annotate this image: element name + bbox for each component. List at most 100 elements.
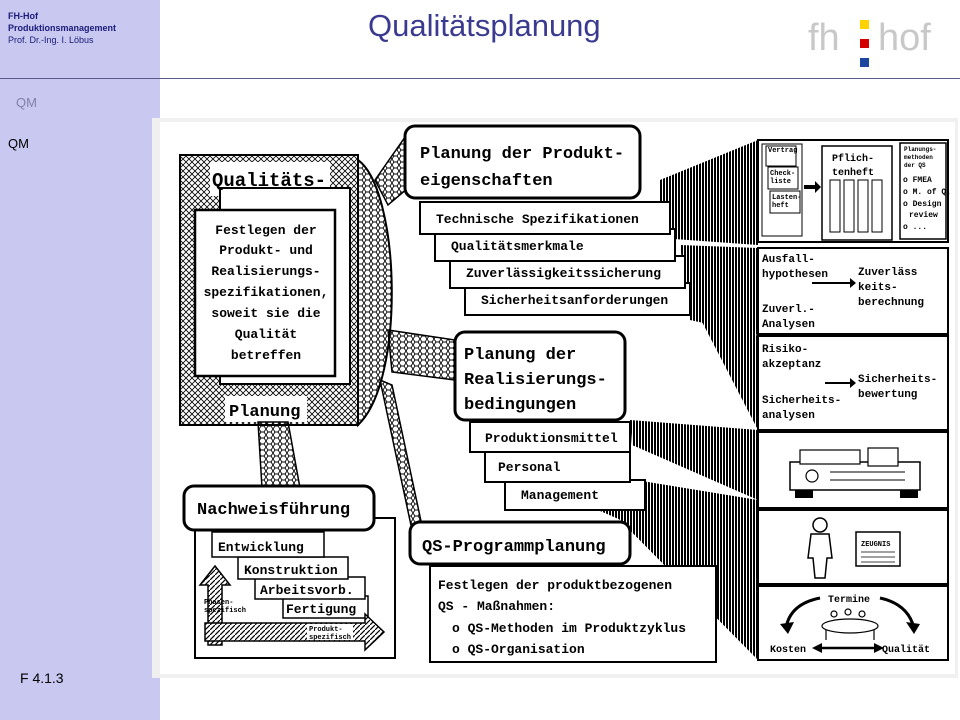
qp-center-line: Qualität bbox=[235, 327, 297, 342]
qualitaetsplanung-block: Qualitäts- Planung Festlegen der Produkt… bbox=[179, 154, 359, 426]
methoden-item: o FMEA bbox=[903, 176, 932, 185]
fh-hof-logo: fh hof bbox=[808, 17, 931, 67]
pe-item-label: Technische Spezifikationen bbox=[436, 212, 639, 227]
sich-text: bewertung bbox=[858, 389, 917, 401]
lens-connector bbox=[357, 158, 393, 428]
meeting-table-icon bbox=[821, 608, 879, 640]
arrow-right-icon bbox=[812, 278, 856, 288]
stripe-docs bbox=[660, 140, 758, 245]
qp-center-line: Produkt- und bbox=[219, 243, 313, 258]
course-name: Produktionsmanagement bbox=[8, 23, 117, 33]
qs-title: QS-Programmplanung bbox=[422, 538, 606, 557]
header-divider bbox=[160, 78, 960, 79]
sidebar-divider bbox=[0, 78, 160, 79]
qp-center-line: betreffen bbox=[231, 348, 301, 363]
nachweis-title-box bbox=[182, 484, 376, 532]
qp-bottom-label: Planung bbox=[229, 403, 300, 422]
zuv-text: keits- bbox=[858, 282, 898, 294]
rb-item-label: Personal bbox=[498, 460, 561, 475]
zeugnis-document-icon: ZEUGNIS bbox=[855, 531, 901, 567]
zuv-text: Zuverläss bbox=[858, 267, 917, 279]
sich-text: analysen bbox=[762, 410, 815, 422]
pe-item-label: Qualitätsmerkmale bbox=[451, 239, 584, 254]
panel-sicherheit: Risiko- akzeptanz Sicherheits- bewertung… bbox=[757, 335, 949, 431]
qp-center-line: Realisierungs- bbox=[211, 264, 320, 279]
qs-programmplanung-group: QS-Programmplanung Festlegen der produkt… bbox=[408, 520, 717, 663]
zuv-text: Analysen bbox=[762, 319, 815, 331]
produkteigenschaften-group: Planung der Produkt- eigenschaften Techn… bbox=[403, 124, 691, 316]
person-icon bbox=[807, 517, 833, 579]
produkt-arrow-icon bbox=[204, 612, 386, 652]
produkt-label: spezifisch bbox=[309, 634, 351, 642]
methoden-item: o ... bbox=[903, 223, 927, 232]
doc-checkliste: Check- bbox=[770, 170, 795, 178]
qp-top-label: Qualitäts- bbox=[212, 170, 326, 192]
methoden-head: der QS bbox=[904, 162, 926, 169]
stage-box bbox=[211, 531, 325, 558]
rb-title-line-1: Planung der bbox=[464, 346, 576, 365]
triangle-left-label: Kosten bbox=[770, 645, 806, 656]
slide-code: F 4.1.3 bbox=[20, 670, 64, 686]
sidebar: FH-Hof Produktionsmanagement Prof. Dr.-I… bbox=[0, 0, 160, 720]
arrow-right-icon bbox=[825, 378, 856, 388]
triangle-right-label: Qualität bbox=[882, 644, 930, 656]
methoden-item: o M. of Q. bbox=[903, 188, 951, 197]
machine-tool-icon bbox=[789, 447, 921, 498]
doc-lastenheft: heft bbox=[772, 202, 789, 210]
phasen-label: Phasen- bbox=[204, 599, 233, 607]
logo-square-red bbox=[860, 39, 869, 48]
logo-text-left: fh bbox=[808, 17, 840, 59]
nachweisfuehrung-group: Entwicklung Konstruktion Arbeitsvorb. Fe… bbox=[182, 484, 396, 659]
nav-item-qm-active[interactable]: QM bbox=[8, 136, 29, 151]
produkt-label: Produkt- bbox=[309, 626, 343, 634]
arrowhead-icon bbox=[906, 622, 920, 634]
pe-title-line-2: eigenschaften bbox=[420, 172, 553, 191]
rb-item-box bbox=[469, 421, 631, 453]
qp-center-line: Festlegen der bbox=[215, 223, 316, 238]
methoden-head: methoden bbox=[904, 154, 933, 161]
rb-title-line-2: Realisierungs- bbox=[464, 371, 607, 390]
pe-title-box bbox=[403, 124, 642, 200]
page-title: Qualitätsplanung bbox=[368, 8, 601, 43]
zeugnis-label: ZEUGNIS bbox=[861, 541, 890, 549]
stage-label: Arbeitsvorb. bbox=[260, 583, 354, 598]
pe-title-line-1: Planung der Produkt- bbox=[420, 145, 624, 164]
qs-text-line: QS - Maßnahmen: bbox=[438, 599, 555, 614]
zuv-text: hypothesen bbox=[762, 269, 828, 281]
doc-pflichtenheft: tenheft bbox=[832, 167, 874, 179]
sidebar-header: FH-Hof Produktionsmanagement Prof. Dr.-I… bbox=[8, 10, 116, 46]
rb-item-box bbox=[484, 451, 631, 483]
pe-item-label: Zuverlässigkeitssicherung bbox=[466, 266, 661, 281]
rb-item-label: Produktionsmittel bbox=[485, 431, 618, 446]
rb-item-box bbox=[504, 479, 646, 511]
panel-documents: Vertrag Check- liste Lasten- heft Pflich… bbox=[757, 139, 951, 243]
zuv-text: berechnung bbox=[858, 297, 924, 309]
qs-text-line: o QS-Organisation bbox=[452, 642, 585, 657]
panel-zuverlaessigkeit: Ausfall- hypothesen Zuverläss keits- ber… bbox=[757, 247, 949, 335]
qs-title-box bbox=[408, 520, 632, 566]
doc-pflichtenheft: Pflich- bbox=[832, 153, 874, 165]
arrow-right-icon bbox=[804, 181, 821, 193]
quality-planning-diagram: Qualitäts- Planung Festlegen der Produkt… bbox=[152, 118, 958, 678]
nav-item-qm-inactive[interactable]: QM bbox=[16, 95, 37, 110]
logo-text-right: hof bbox=[878, 17, 931, 59]
rb-item-label: Management bbox=[521, 488, 599, 503]
methoden-item: review bbox=[909, 211, 938, 220]
author-name: Prof. Dr.-Ing. I. Löbus bbox=[8, 35, 94, 45]
rb-title-line-3: bedingungen bbox=[464, 396, 576, 415]
stripe-sicherheit bbox=[690, 300, 758, 430]
zuv-text: Ausfall- bbox=[762, 254, 815, 266]
panel-machine bbox=[757, 431, 949, 509]
doc-lastenheft: Lasten- bbox=[772, 194, 801, 202]
pe-item-label: Sicherheitsanforderungen bbox=[481, 293, 668, 308]
sich-text: Sicherheits- bbox=[762, 395, 841, 407]
qs-text-line: Festlegen der produktbezogenen bbox=[438, 578, 672, 593]
logo-square-yellow bbox=[860, 20, 869, 29]
stage-label: Fertigung bbox=[286, 602, 356, 617]
stage-label: Entwicklung bbox=[218, 540, 304, 555]
sich-text: Risiko- bbox=[762, 344, 808, 356]
realisierungsbedingungen-group: Planung der Realisierungs- bedingungen P… bbox=[453, 330, 646, 511]
panel-management-triangle: Termine Kosten Qualität bbox=[757, 585, 949, 661]
triangle-top-label: Termine bbox=[828, 594, 870, 606]
phasen-label: spezifisch bbox=[204, 607, 246, 615]
